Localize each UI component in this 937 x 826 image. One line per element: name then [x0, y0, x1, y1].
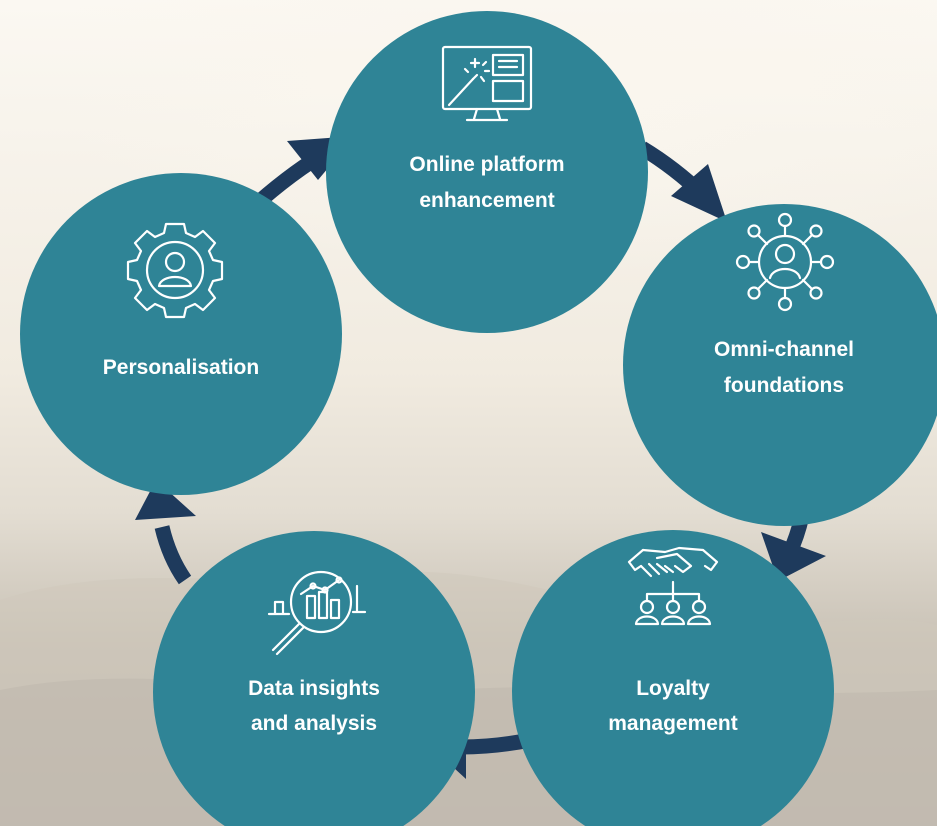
node-personalisation: Personalisation: [20, 173, 342, 495]
node-label-line: and analysis: [251, 712, 377, 735]
node-circle: [20, 173, 342, 495]
node-data-insights: Data insights and analysis: [153, 531, 475, 826]
node-label-line: Data insights: [248, 677, 380, 700]
node-label-line: Loyalty: [636, 677, 710, 700]
arrow-shaft: [461, 732, 532, 755]
handshake-org-chart-icon: [627, 546, 719, 626]
gear-person-icon: [126, 222, 224, 319]
person-network-icon: [735, 212, 835, 312]
node-circle: [512, 530, 834, 826]
arrowhead: [671, 164, 727, 222]
node-label-line: enhancement: [419, 189, 554, 212]
arrowhead: [135, 480, 196, 520]
arrow-online-to-omni: [638, 141, 727, 222]
node-label-line: foundations: [724, 374, 844, 397]
node-circle: [623, 204, 937, 526]
magnifier-bar-chart-icon: [267, 570, 367, 656]
monitor-magic-wand-icon: [441, 45, 533, 122]
node-loyalty: Loyalty management: [512, 530, 834, 826]
node-online-platform: Online platform enhancement: [326, 11, 648, 333]
arrow-shaft: [154, 525, 192, 585]
arrow-data-to-personalisation: [135, 480, 196, 585]
node-label-line: Personalisation: [103, 356, 259, 379]
node-label-line: Online platform: [409, 153, 564, 176]
node-omni-channel: Omni-channel foundations: [623, 204, 937, 526]
node-circle: [153, 531, 475, 826]
node-label-line: management: [608, 712, 738, 735]
node-label-line: Omni-channel: [714, 338, 854, 361]
node-circle: [326, 11, 648, 333]
